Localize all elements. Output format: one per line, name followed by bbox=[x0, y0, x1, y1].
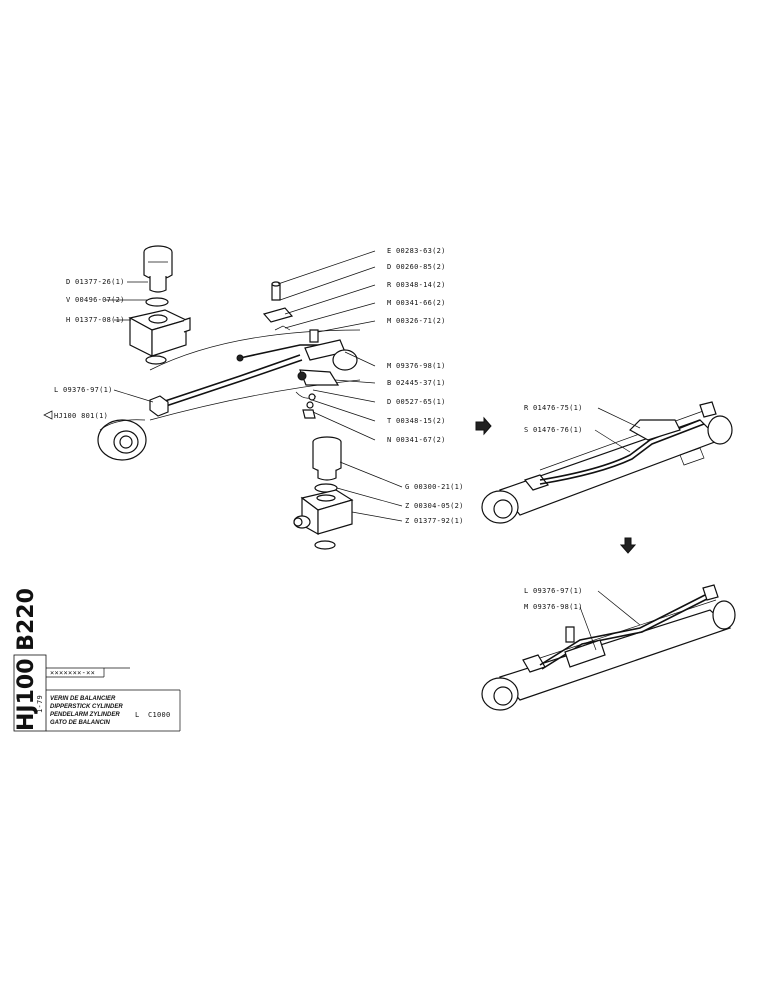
callout-d00260-85: D 00260-85(2) bbox=[387, 263, 446, 271]
pointer-left-icon bbox=[43, 410, 53, 420]
callout-g00300-21: G 00300-21(1) bbox=[405, 483, 464, 491]
seal-v00496-07 bbox=[145, 297, 169, 307]
cylinder-assembly-top bbox=[481, 401, 733, 524]
model-letter: L bbox=[135, 711, 140, 719]
callout-m00341-66: M 00341-66(2) bbox=[387, 299, 446, 307]
title-en: DIPPERSTICK CYLINDER bbox=[50, 704, 123, 710]
seal-lower bbox=[145, 355, 167, 365]
callouts-left: D 01377-26(1) V 00496-07(2) H 01377-08(1… bbox=[43, 278, 125, 420]
page-number: 1-79 bbox=[36, 695, 44, 713]
callout-b02445-37: B 02445-37(1) bbox=[387, 379, 446, 387]
callout-l09376-97: L 09376-97(1) bbox=[54, 386, 113, 394]
callouts-center: E 00283-63(2) D 00260-85(2) R 00348-14(2… bbox=[387, 247, 464, 525]
callout-v00496-07: V 00496-07(2) bbox=[66, 296, 125, 304]
callout-h01377-08: H 01377-08(1) bbox=[66, 316, 125, 324]
callout-r00348-14: R 00348-14(2) bbox=[387, 281, 446, 289]
callout-s01476-76: S 01476-76(1) bbox=[524, 426, 583, 434]
pipe-l09376-97 bbox=[149, 344, 330, 417]
cylinder-assembly-bottom bbox=[481, 584, 736, 711]
leader-lines-right-top bbox=[594, 407, 641, 453]
ref-box: ×××××××-×× bbox=[50, 669, 95, 677]
valve-plug-g00300-21 bbox=[312, 436, 342, 481]
cylinder-rear-eye bbox=[97, 419, 147, 461]
valve-block-h01377-08 bbox=[128, 309, 191, 357]
clamp-assembly bbox=[262, 281, 358, 419]
callout-l09376-97-b: L 09376-97(1) bbox=[524, 587, 583, 595]
callout-m09376-98-b: M 09376-98(1) bbox=[524, 603, 583, 611]
callout-t00348-15: T 00348-15(2) bbox=[387, 417, 446, 425]
valve-plug-d01377-26 bbox=[143, 245, 173, 293]
title-de: PENDELARM ZYLINDER bbox=[50, 712, 120, 718]
arrow-right-icon bbox=[475, 416, 492, 436]
leader-lines-left bbox=[106, 281, 154, 403]
valve-block-z01377-92 bbox=[293, 489, 354, 536]
title-fr: VERIN DE BALANCIER bbox=[50, 696, 116, 702]
callout-m00326-71: M 00326-71(2) bbox=[387, 317, 446, 325]
callout-e00283-63: E 00283-63(2) bbox=[387, 247, 446, 255]
seal-bottom bbox=[314, 540, 336, 550]
callout-hj100-801: HJ100 801(1) bbox=[54, 412, 108, 420]
model-code: C1000 bbox=[148, 711, 171, 719]
sheet-code: HJ100 B220 bbox=[14, 588, 39, 731]
callout-z01377-92: Z 01377-92(1) bbox=[405, 517, 464, 525]
title-block: HJ100 B220 1-79 ×××××××-×× VERIN DE BALA… bbox=[13, 588, 181, 732]
callout-z00304-05: Z 00304-05(2) bbox=[405, 502, 464, 510]
arrow-down-icon bbox=[619, 537, 637, 554]
callout-m09376-98: M 09376-98(1) bbox=[387, 362, 446, 370]
callout-n00341-67: N 00341-67(2) bbox=[387, 436, 446, 444]
leader-lines-center bbox=[277, 250, 403, 522]
title-es: GATO DE BALANCIN bbox=[50, 720, 110, 726]
callout-r01476-75: R 01476-75(1) bbox=[524, 404, 583, 412]
callout-d00527-65: D 00527-65(1) bbox=[387, 398, 446, 406]
callout-d01377-26: D 01377-26(1) bbox=[66, 278, 125, 286]
exploded-view bbox=[97, 245, 361, 550]
leader-lines-right-bottom bbox=[579, 590, 641, 651]
